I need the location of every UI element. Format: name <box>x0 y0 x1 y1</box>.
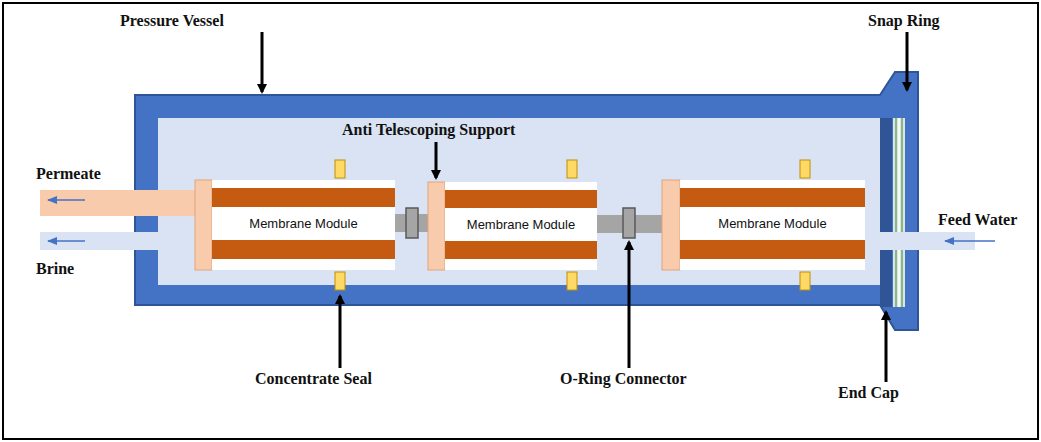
concentrate-seal <box>800 272 810 290</box>
snap-ring <box>901 118 903 307</box>
part-label: Anti Telescoping Support <box>342 121 515 139</box>
permeate-pipe <box>40 190 198 216</box>
anti-telescoping-support <box>662 180 680 270</box>
concentrate-seal <box>800 160 810 178</box>
concentrate-seal <box>335 160 345 178</box>
flow-arrow <box>48 199 85 201</box>
concentrate-seal <box>567 160 577 178</box>
flow-arrow <box>945 240 995 242</box>
leader-arrow <box>339 296 342 368</box>
snap-ring <box>893 118 905 307</box>
module-label: Membrane Module <box>445 217 597 232</box>
membrane-module: Membrane Module <box>212 180 395 270</box>
brine-pipe <box>40 232 165 250</box>
membrane-layer <box>680 240 865 259</box>
module-label: Membrane Module <box>680 216 865 231</box>
module-label: Membrane Module <box>212 216 395 231</box>
part-label: Feed Water <box>938 211 1017 229</box>
part-label: Concentrate Seal <box>255 370 372 388</box>
snap-ring <box>898 118 900 307</box>
anti-telescoping-support <box>195 180 212 270</box>
part-label: End Cap <box>838 384 899 402</box>
anti-telescoping-support <box>195 180 680 270</box>
part-label: O-Ring Connector <box>560 370 687 388</box>
leader-arrow <box>261 32 264 92</box>
o-ring-connector <box>406 208 418 238</box>
snap-ring <box>895 118 897 307</box>
leader-arrow <box>885 312 888 382</box>
part-label: Snap Ring <box>868 12 940 30</box>
part-label: Brine <box>36 260 74 278</box>
concentrate-seal <box>567 272 577 290</box>
leader-arrow <box>906 32 909 90</box>
pressure-vessel <box>135 72 918 330</box>
membrane-module: Membrane Module <box>680 180 865 270</box>
anti-telescoping-support <box>428 182 445 270</box>
membrane-module: Membrane Module <box>445 182 597 270</box>
part-label: Pressure Vessel <box>120 12 224 30</box>
membrane-layer <box>212 240 395 259</box>
frame-border <box>3 3 1038 439</box>
membrane-layer <box>212 188 395 207</box>
part-label: Permeate <box>36 165 101 183</box>
concentrate-seal <box>335 272 345 290</box>
end-cap <box>880 118 892 307</box>
leader-arrow <box>435 142 438 178</box>
flow-arrow <box>48 240 85 242</box>
membrane-layer <box>445 241 597 259</box>
membrane-layer <box>680 188 865 207</box>
vessel-interior <box>158 118 880 285</box>
o-ring-connector <box>623 208 635 238</box>
leader-arrow <box>628 242 631 368</box>
snap-ring <box>893 118 905 307</box>
membrane-layer <box>445 190 597 208</box>
